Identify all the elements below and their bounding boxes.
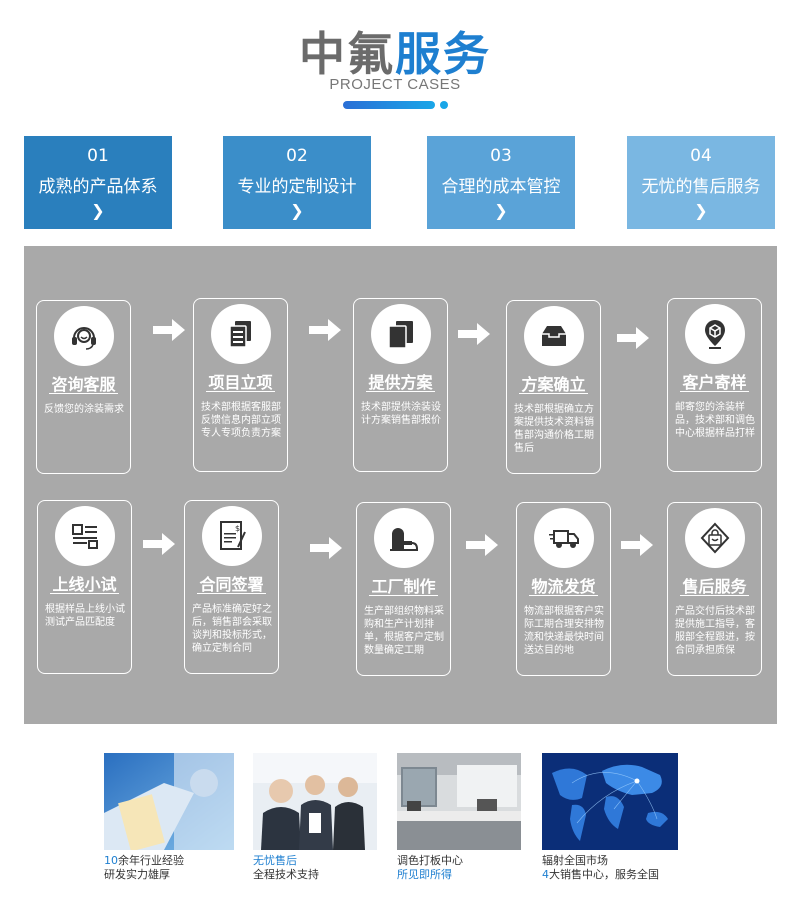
chevron-right-icon: ❯ bbox=[290, 201, 304, 220]
truck-icon bbox=[548, 530, 579, 548]
documents-icon bbox=[228, 321, 251, 348]
factory-icon bbox=[389, 528, 418, 551]
process-step-proposal: 提供方案 技术部提供涂装设计方案销售部报价 bbox=[353, 298, 448, 472]
copy-icon bbox=[387, 321, 413, 349]
process-step-consult: 咨询客服 反馈您的涂装需求 bbox=[36, 300, 131, 474]
process-step-contract: $ 合同签署 产品标准确定好之后，销售部会采取谈判和投标形式，确立定制合同 bbox=[184, 500, 279, 674]
caption-aftersales: 无忧售后 全程技术支持 bbox=[253, 854, 319, 881]
photo-world-map bbox=[542, 753, 678, 850]
photo-lab-room bbox=[397, 753, 521, 850]
photo-call-center bbox=[253, 753, 377, 850]
chevron-right-icon: ❯ bbox=[494, 201, 508, 220]
tray-icon bbox=[541, 326, 566, 346]
arrow-right-icon bbox=[310, 537, 342, 559]
arrow-right-icon bbox=[143, 533, 175, 555]
caption-experience: 10余年行业经验 研发实力雄厚 bbox=[104, 854, 184, 881]
feature-card-04[interactable]: 04 无忧的售后服务 ❯ bbox=[627, 136, 775, 229]
title-underline-dot bbox=[440, 101, 448, 109]
process-panel: 咨询客服 反馈您的涂装需求 项目立项 技术部根据客服部反馈信息内部立项专人专项负… bbox=[24, 246, 777, 724]
feature-card-03[interactable]: 03 合理的成本管控 ❯ bbox=[427, 136, 575, 229]
bag-smile-icon bbox=[700, 522, 729, 554]
list-icon bbox=[71, 524, 98, 549]
feature-card-01[interactable]: 01 成熟的产品体系 ❯ bbox=[24, 136, 172, 229]
headset-icon bbox=[71, 327, 96, 350]
title-underline bbox=[343, 101, 435, 109]
process-step-sample: 客户寄样 邮寄您的涂装样品，技术部和调色中心根据样品打样 bbox=[667, 298, 762, 472]
contract-icon: $ bbox=[219, 521, 246, 550]
process-step-aftersales: 售后服务 产品交付后技术部提供施工指导，客服部全程跟进，按合同承担质保 bbox=[667, 502, 762, 676]
caption-color-center: 调色打板中心 所见即所得 bbox=[397, 854, 463, 881]
svg-text:$: $ bbox=[235, 524, 240, 533]
page-subtitle: PROJECT CASES bbox=[329, 76, 461, 93]
process-step-logistics: 物流发货 物流部根据客户实际工期合理安排物流和快递最快时间送达目的地 bbox=[516, 502, 611, 676]
photo-lab-scientist bbox=[104, 753, 234, 850]
arrow-right-icon bbox=[621, 534, 653, 556]
process-step-project: 项目立项 技术部根据客服部反馈信息内部立项专人专项负责方案 bbox=[193, 298, 288, 472]
page-title: 中氟服务 bbox=[299, 27, 491, 81]
feature-card-02[interactable]: 02 专业的定制设计 ❯ bbox=[223, 136, 371, 229]
arrow-right-icon bbox=[617, 327, 649, 349]
arrow-right-icon bbox=[309, 319, 341, 341]
map-pin-box-icon bbox=[704, 320, 725, 349]
process-step-factory: 工厂制作 生产部组织物料采购和生产计划排单，根据客户定制数量确定工期 bbox=[356, 502, 451, 676]
caption-market: 辐射全国市场 4大销售中心，服务全国 bbox=[542, 854, 659, 881]
arrow-right-icon bbox=[458, 323, 490, 345]
chevron-right-icon: ❯ bbox=[91, 201, 105, 220]
arrow-right-icon bbox=[466, 534, 498, 556]
process-step-trial: 上线小试 根据样品上线小试测试产品匹配度 bbox=[37, 500, 132, 674]
chevron-right-icon: ❯ bbox=[694, 201, 708, 220]
arrow-right-icon bbox=[153, 319, 185, 341]
process-step-confirm: 方案确立 技术部根据确立方案提供技术资料销售部沟通价格工期售后 bbox=[506, 300, 601, 474]
